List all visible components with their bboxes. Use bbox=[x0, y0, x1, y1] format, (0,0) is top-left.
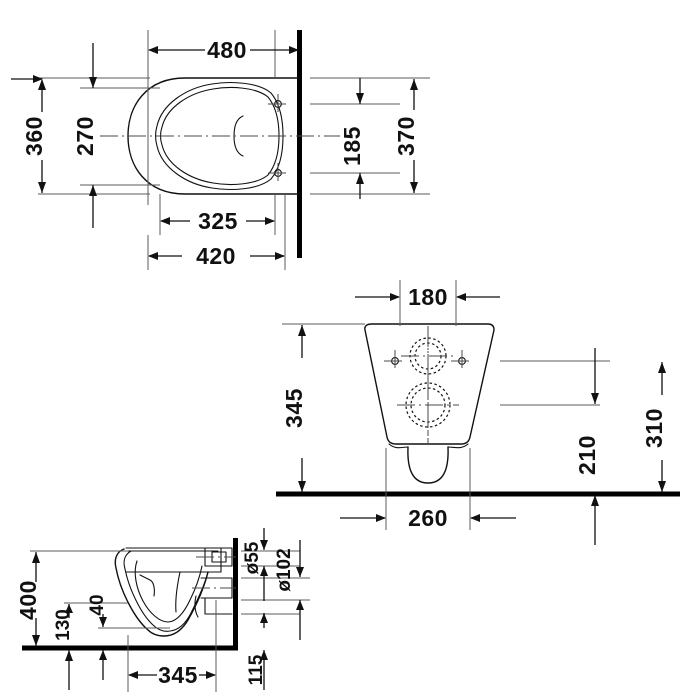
dim-420: 420 bbox=[148, 243, 285, 269]
side-bowl-cavity bbox=[134, 560, 203, 623]
dim-130-label: 130 bbox=[53, 609, 74, 641]
side-outlet-lower-tail bbox=[204, 597, 233, 615]
dim-400-label: 400 bbox=[15, 580, 41, 620]
dim-480-label: 480 bbox=[207, 37, 247, 63]
plan-view-group: 480 360 270 bbox=[11, 30, 430, 270]
dim-480: 480 bbox=[148, 37, 299, 63]
plan-bolt-hole-upper bbox=[268, 94, 288, 114]
plan-seat-ring-outer bbox=[154, 82, 284, 190]
front-skirt-left bbox=[388, 443, 409, 449]
dim-345-side: 345 bbox=[128, 662, 216, 688]
front-bowl-outline bbox=[364, 323, 495, 445]
side-outlet-upper-box bbox=[204, 547, 233, 567]
front-view-group: 180 345 210 bbox=[276, 280, 680, 545]
front-bolt-hole-right bbox=[451, 350, 473, 372]
side-view-group: 400 130 40 345 bbox=[15, 528, 310, 692]
side-body-inner bbox=[123, 550, 209, 632]
dim-210: 210 bbox=[574, 348, 600, 545]
dim-325-label: 325 bbox=[198, 208, 238, 234]
dim-360-label: 360 bbox=[21, 116, 47, 156]
dim-o102: ø102 bbox=[274, 540, 304, 640]
dim-o55-label: ø55 bbox=[242, 541, 263, 574]
side-body-outline bbox=[114, 548, 209, 637]
side-outlet-connector bbox=[194, 595, 199, 618]
dim-185-label: 185 bbox=[339, 126, 365, 166]
front-skirt-right bbox=[447, 443, 469, 449]
dim-270-label: 270 bbox=[72, 116, 98, 156]
dim-420-label: 420 bbox=[196, 243, 236, 269]
dim-345-front: 345 bbox=[281, 325, 307, 492]
dim-180-label: 180 bbox=[408, 284, 448, 310]
dim-o55: ø55 bbox=[242, 528, 268, 601]
dim-40-label: 40 bbox=[87, 594, 108, 615]
dim-115: 115 bbox=[246, 613, 268, 690]
dim-400: 400 bbox=[15, 552, 41, 646]
dim-345-front-label: 345 bbox=[281, 388, 307, 428]
dim-40: 40 bbox=[87, 594, 108, 680]
dim-260-label: 260 bbox=[408, 505, 448, 531]
side-interior-shelf bbox=[139, 574, 155, 597]
dim-185: 185 bbox=[339, 78, 365, 199]
dim-180: 180 bbox=[355, 284, 500, 310]
side-rim-band bbox=[125, 547, 222, 573]
front-bolt-hole-left bbox=[384, 350, 406, 372]
dim-115-label: 115 bbox=[246, 654, 267, 685]
dim-310-label: 310 bbox=[641, 408, 667, 448]
side-outlet-upper-inner bbox=[211, 551, 227, 563]
dim-130: 130 bbox=[53, 604, 74, 690]
dim-o102-label: ø102 bbox=[274, 548, 295, 591]
plan-bolt-hole-lower bbox=[268, 163, 288, 183]
dim-360: 360 bbox=[11, 75, 47, 193]
dim-325: 325 bbox=[160, 208, 275, 234]
dim-370: 370 bbox=[393, 79, 419, 193]
dim-270: 270 bbox=[72, 43, 98, 228]
front-outlet-nose bbox=[407, 446, 449, 484]
side-interior-slope bbox=[175, 571, 181, 613]
dim-260: 260 bbox=[340, 505, 516, 531]
dim-370-label: 370 bbox=[393, 116, 419, 156]
dim-210-label: 210 bbox=[574, 435, 600, 475]
dim-310: 310 bbox=[641, 362, 667, 492]
dim-345-side-label: 345 bbox=[158, 662, 198, 688]
plan-seat-ring-inner bbox=[159, 87, 280, 185]
